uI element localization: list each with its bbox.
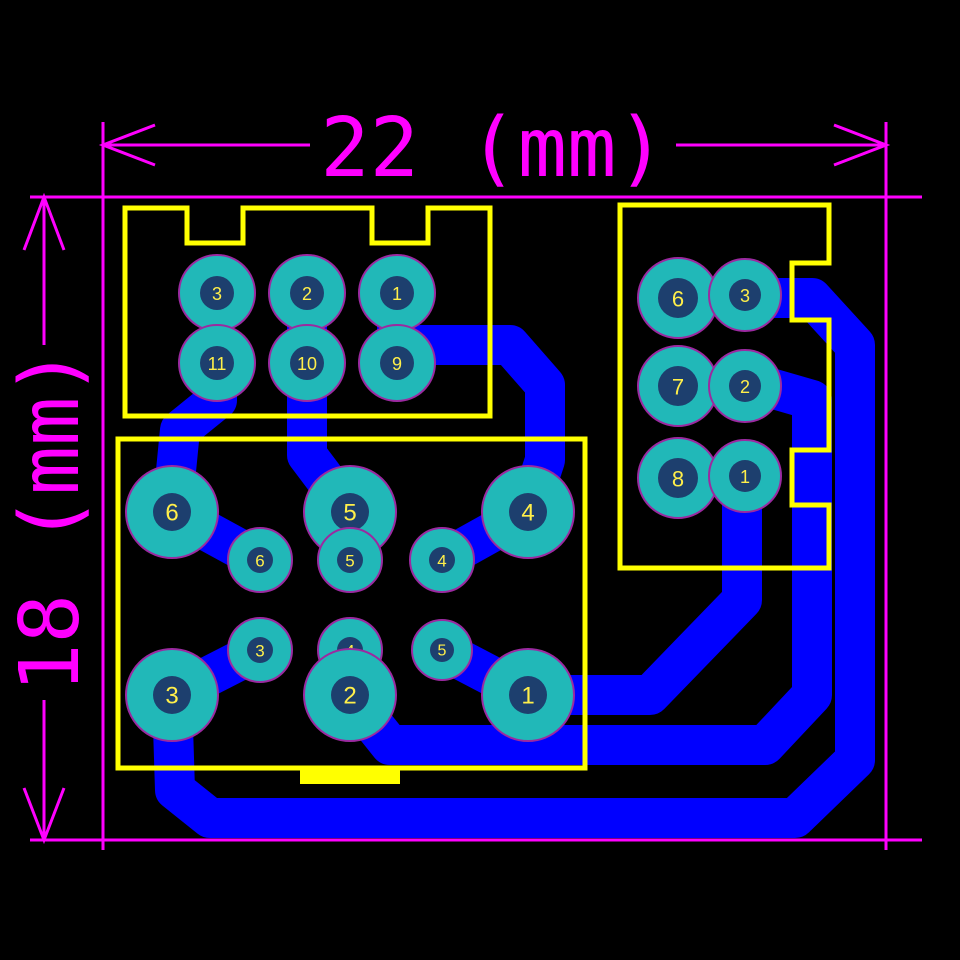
- pad-number: 5: [438, 643, 447, 660]
- drill-hole: [658, 458, 698, 498]
- width-label: 22 (mm): [320, 101, 666, 196]
- drill-hole: [153, 676, 191, 714]
- pad-6: 6: [637, 257, 719, 339]
- drill-hole: [729, 279, 761, 311]
- drill-hole: [729, 460, 761, 492]
- pad-3: 3: [178, 254, 256, 332]
- pad-number: 3: [165, 683, 178, 710]
- pad-6: 6: [125, 465, 219, 559]
- pad-8: 8: [637, 437, 719, 519]
- drill-hole: [331, 493, 369, 531]
- pad-6: 6: [227, 527, 293, 593]
- pad-number: 2: [740, 377, 750, 397]
- pad-number: 1: [521, 683, 534, 710]
- pad-number: 3: [255, 642, 264, 661]
- pad-number: 2: [302, 284, 312, 304]
- pad-number: 6: [165, 500, 178, 527]
- pad-5: 5: [303, 465, 397, 559]
- drill-hole: [380, 276, 414, 310]
- pad-number: 2: [343, 683, 356, 710]
- pad-3: 3: [708, 258, 782, 332]
- pad-number: 3: [212, 284, 222, 304]
- pad-number: 9: [392, 354, 402, 374]
- height-dimension: 18 (mm): [3, 192, 98, 845]
- drill-hole: [658, 278, 698, 318]
- drill-hole: [658, 366, 698, 406]
- pad-5: 5: [411, 619, 473, 681]
- drill-hole: [153, 493, 191, 531]
- pad-2: 2: [268, 254, 346, 332]
- pad-10: 10: [268, 324, 346, 402]
- pad-number: 10: [297, 354, 317, 374]
- connector-top-left-outline: [122, 205, 493, 419]
- drill-hole: [331, 676, 369, 714]
- drill-hole: [290, 276, 324, 310]
- drill-hole: [729, 370, 761, 402]
- pad-5: 5: [317, 527, 383, 593]
- pad-number: 6: [255, 552, 264, 571]
- socket-center: 654654345321: [125, 465, 575, 742]
- header-right-outline: [617, 202, 832, 571]
- drill-hole: [380, 346, 414, 380]
- pad-7: 7: [637, 345, 719, 427]
- pad-3: 3: [227, 617, 293, 683]
- height-label: 18 (mm): [3, 347, 98, 693]
- pad-number: 7: [672, 375, 684, 400]
- drill-hole: [430, 638, 454, 662]
- pad-number: 1: [740, 467, 750, 487]
- pad-2: 2: [708, 349, 782, 423]
- drill-hole: [509, 676, 547, 714]
- pad-1: 1: [708, 439, 782, 513]
- pad-3: 3: [125, 648, 219, 742]
- pad-number: 3: [740, 286, 750, 306]
- drill-hole: [509, 493, 547, 531]
- pad-number: 1: [392, 284, 402, 304]
- socket-key-notch: [300, 768, 400, 784]
- pad-number: 8: [672, 467, 684, 492]
- pad-4: 4: [409, 527, 475, 593]
- drill-hole: [337, 547, 363, 573]
- pad-number: 11: [208, 354, 227, 374]
- drill-hole: [429, 547, 455, 573]
- board-outline: [30, 122, 922, 850]
- pad-number: 4: [437, 552, 446, 571]
- pads-layer: 32111109654654345321637281: [125, 254, 782, 742]
- pad-9: 9: [358, 324, 436, 402]
- header-right: 6 3 7 2 8 1: [637, 257, 782, 519]
- silkscreen-outlines: [115, 202, 832, 784]
- drill-hole: [200, 346, 234, 380]
- pad-number: 5: [345, 552, 354, 571]
- drill-hole: [247, 547, 273, 573]
- pad-number: 5: [343, 500, 356, 527]
- drill-hole: [290, 346, 324, 380]
- pad-1: 1: [358, 254, 436, 332]
- pad-number: 6: [672, 287, 684, 312]
- width-dimension: 22 (mm): [98, 101, 891, 196]
- pad-number: 4: [521, 500, 534, 527]
- pad-2: 2: [303, 648, 397, 742]
- pad-1: 1: [481, 648, 575, 742]
- pad-4: 4: [481, 465, 575, 559]
- pad-11: 11: [178, 324, 256, 402]
- drill-hole: [200, 276, 234, 310]
- drill-hole: [247, 637, 273, 663]
